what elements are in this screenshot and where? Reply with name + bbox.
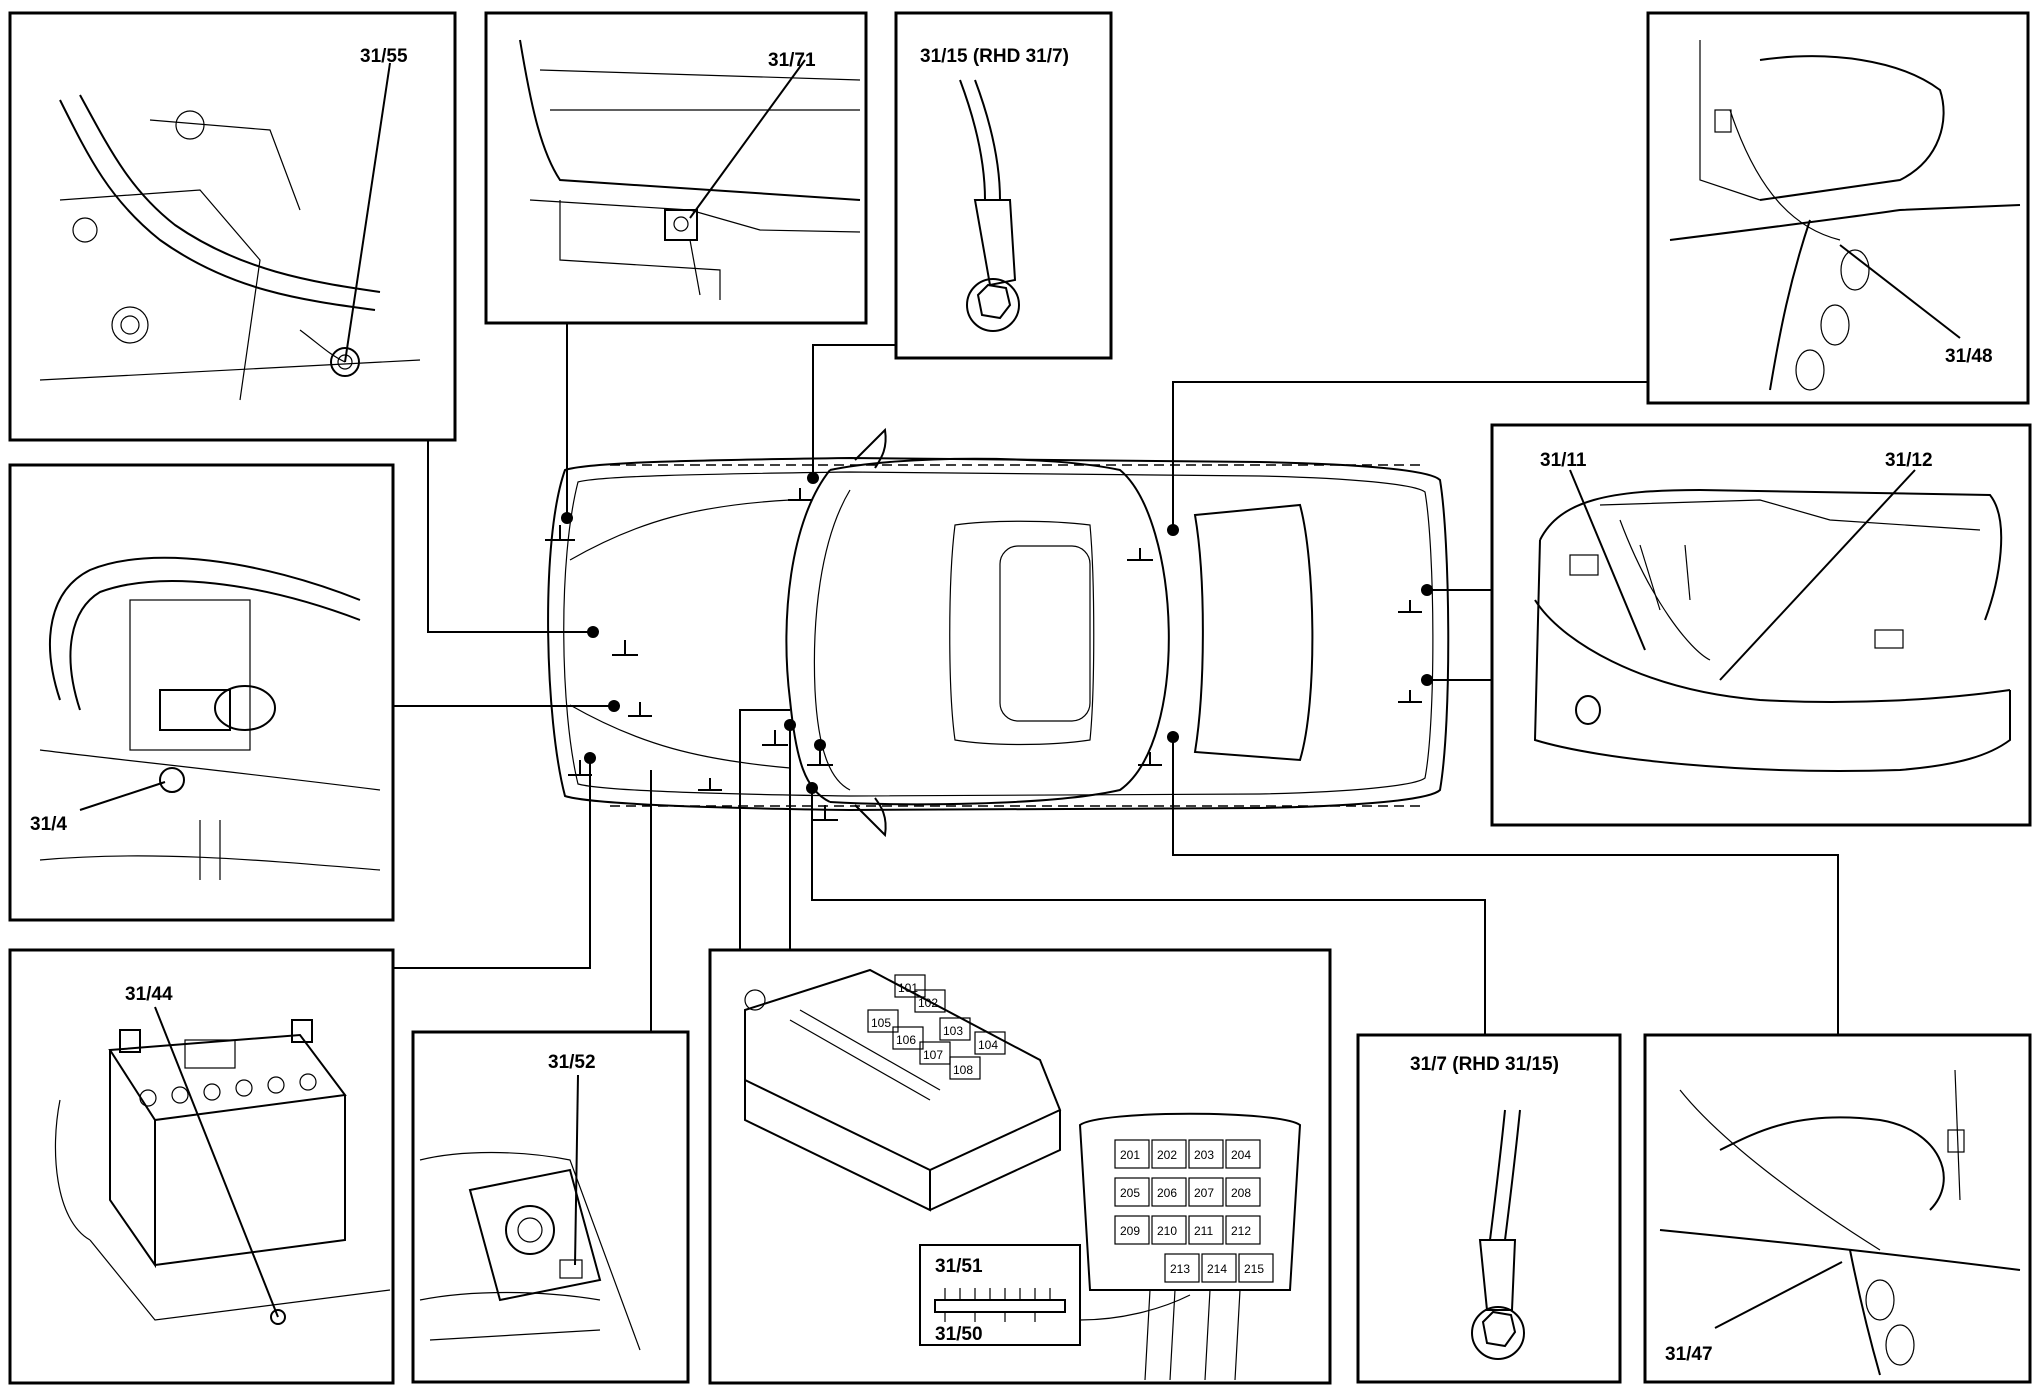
car-ground-symbols bbox=[545, 488, 1422, 821]
panel-31-47 bbox=[1643, 1033, 2032, 1384]
car-ground-point-dots bbox=[561, 472, 1433, 794]
relay-213: 213 bbox=[1170, 1262, 1190, 1276]
leader-lines bbox=[393, 323, 1839, 1035]
panel-31-4 bbox=[8, 463, 395, 922]
relay-101: 101 bbox=[898, 981, 918, 995]
relay-105: 105 bbox=[871, 1016, 891, 1030]
illustration-battery-31-44 bbox=[54, 1006, 391, 1325]
label-31-4: 31/4 bbox=[30, 814, 67, 835]
relay-203: 203 bbox=[1194, 1148, 1214, 1162]
relay-207: 207 bbox=[1194, 1186, 1214, 1200]
panel-fusebox bbox=[708, 948, 1332, 1385]
label-31-71: 31/71 bbox=[768, 50, 816, 71]
label-31-47: 31/47 bbox=[1665, 1344, 1713, 1365]
label-31-50: 31/50 bbox=[935, 1324, 983, 1345]
relay-205: 205 bbox=[1120, 1186, 1140, 1200]
illustration-cable-terminal-31-15 bbox=[959, 79, 1020, 332]
relay-209: 209 bbox=[1120, 1224, 1140, 1238]
label-31-11: 31/11 bbox=[1540, 450, 1587, 471]
illustration-fusebox-200 bbox=[1078, 1112, 1302, 1381]
relay-212: 212 bbox=[1231, 1224, 1251, 1238]
relay-208: 208 bbox=[1231, 1186, 1251, 1200]
relay-107: 107 bbox=[923, 1048, 943, 1062]
relay-202: 202 bbox=[1157, 1148, 1177, 1162]
illustration-engine-connector-31-4 bbox=[39, 556, 381, 880]
relay-102: 102 bbox=[918, 996, 938, 1010]
illustration-rear-arch-31-47 bbox=[1659, 1069, 2021, 1376]
relay-106: 106 bbox=[896, 1033, 916, 1047]
label-31-12: 31/12 bbox=[1885, 450, 1933, 471]
relay-214: 214 bbox=[1207, 1262, 1227, 1276]
relay-210: 210 bbox=[1157, 1224, 1177, 1238]
panel-31-11-31-12 bbox=[1490, 423, 2032, 827]
relay-108: 108 bbox=[953, 1063, 973, 1077]
relay-215: 215 bbox=[1244, 1262, 1264, 1276]
fusebox-200-series-grid: 201 202 203 204 205 206 207 208 209 210 … bbox=[1114, 1139, 1274, 1283]
illustration-fusebox bbox=[744, 968, 1062, 1212]
label-31-55: 31/55 bbox=[360, 46, 408, 67]
car-outline bbox=[547, 427, 1450, 838]
illustration-engine-harness bbox=[39, 62, 421, 401]
illustration-cable-terminal-31-7 bbox=[1471, 1109, 1525, 1360]
illustration-front-panel bbox=[519, 39, 861, 300]
relay-103: 103 bbox=[943, 1024, 963, 1038]
panel-31-52 bbox=[411, 1030, 690, 1384]
relay-204: 204 bbox=[1231, 1148, 1251, 1162]
illustration-strut-tower-31-52 bbox=[419, 1074, 641, 1351]
fusebox-100-series-grid: 101 102 103 104 105 106 107 108 bbox=[867, 974, 1006, 1080]
label-31-15: 31/15 (RHD 31/7) bbox=[920, 46, 1069, 67]
label-31-7: 31/7 (RHD 31/15) bbox=[1410, 1054, 1559, 1075]
relay-211: 211 bbox=[1194, 1224, 1213, 1238]
label-31-44: 31/44 bbox=[125, 984, 173, 1005]
illustration-ground-busbar bbox=[934, 1288, 1191, 1322]
illustration-boot-31-11-31-12 bbox=[1533, 469, 2011, 772]
inset-31-51-31-50 bbox=[919, 1244, 1081, 1346]
label-31-51: 31/51 bbox=[935, 1256, 983, 1277]
panel-31-7 bbox=[1356, 1033, 1622, 1384]
relay-201: 201 bbox=[1120, 1148, 1140, 1162]
relay-104: 104 bbox=[978, 1038, 998, 1052]
illustration-rear-arch-31-48 bbox=[1669, 40, 2021, 391]
panel-31-55 bbox=[8, 11, 457, 442]
panel-31-15 bbox=[894, 11, 1113, 360]
label-31-52: 31/52 bbox=[548, 1052, 596, 1073]
panel-31-44 bbox=[8, 948, 395, 1385]
label-31-48: 31/48 bbox=[1945, 346, 1993, 367]
relay-206: 206 bbox=[1157, 1186, 1177, 1200]
